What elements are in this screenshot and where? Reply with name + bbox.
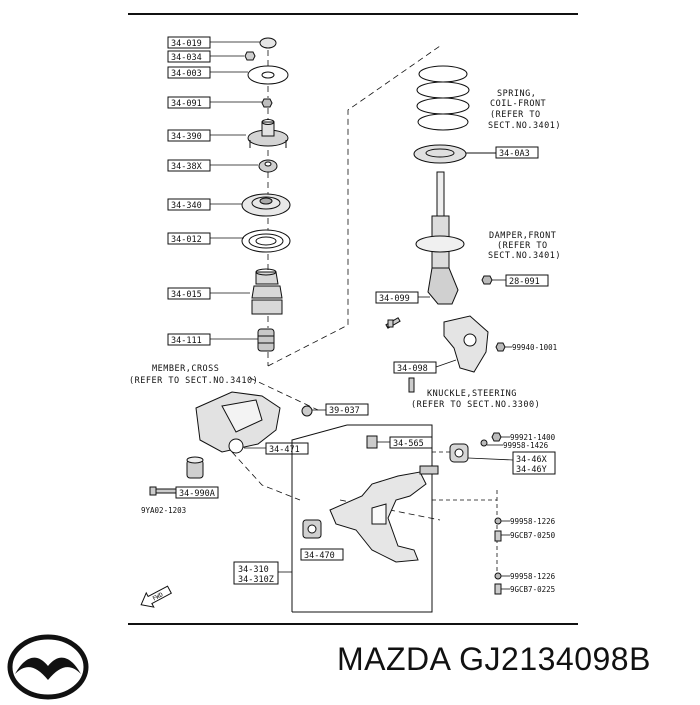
label-34-034: 34-034 bbox=[171, 53, 202, 63]
label-34-012: 34-012 bbox=[171, 235, 202, 245]
label-34-390: 34-390 bbox=[171, 132, 202, 142]
label-34-565: 34-565 bbox=[393, 439, 424, 449]
label-99958-1226-a: 99958-1226 bbox=[510, 517, 556, 526]
steering-knuckle bbox=[443, 315, 489, 373]
label-34-310z: 34-310Z bbox=[238, 575, 274, 585]
label-34-091: 34-091 bbox=[171, 99, 202, 109]
fwd-label: FWD bbox=[151, 591, 164, 602]
spring-insulator bbox=[413, 144, 496, 164]
left-parts bbox=[241, 37, 291, 352]
label-34-990a: 34-990A bbox=[179, 489, 215, 499]
label-34-015: 34-015 bbox=[171, 290, 202, 300]
box-34-0a3 bbox=[495, 146, 539, 159]
label-34-38x: 34-38X bbox=[171, 162, 203, 172]
nut-28-091 bbox=[481, 275, 493, 285]
box-28-091 bbox=[505, 274, 549, 287]
damper bbox=[415, 171, 465, 305]
label-34-111: 34-111 bbox=[171, 336, 202, 346]
label-34-310: 34-310 bbox=[238, 565, 269, 575]
label-99958-1226-b: 99958-1226 bbox=[510, 572, 556, 581]
bolt-34-099 bbox=[385, 317, 401, 329]
box-34-310 bbox=[233, 561, 279, 585]
label-34-46x: 34-46X bbox=[516, 455, 548, 465]
bushing-34-470 bbox=[302, 519, 322, 539]
spring-note-4: SECT.NO.3401) bbox=[488, 121, 561, 131]
damper-note-3: SECT.NO.3401) bbox=[488, 251, 561, 261]
coil-spring bbox=[416, 65, 470, 131]
left-labels bbox=[167, 36, 211, 346]
box-34-099 bbox=[375, 291, 419, 304]
small-nut-99940 bbox=[495, 342, 506, 352]
mazda-logo-icon bbox=[7, 634, 89, 700]
label-34-003: 34-003 bbox=[171, 69, 202, 79]
member-note-1: MEMBER,CROSS bbox=[152, 364, 219, 374]
label-39-037: 39-037 bbox=[329, 406, 360, 416]
box-34-565 bbox=[389, 436, 433, 449]
label-34-340: 34-340 bbox=[171, 201, 202, 211]
nut-99921 bbox=[491, 432, 502, 442]
washer-99958-1226-b bbox=[494, 572, 502, 580]
spring-note-1: SPRING, bbox=[497, 89, 536, 99]
label-99940-1001: 99940-1001 bbox=[512, 343, 557, 352]
spring-note-3: (REFER TO bbox=[490, 110, 541, 120]
bushing-34-990a bbox=[186, 456, 204, 479]
label-34-0a3: 34-0A3 bbox=[499, 149, 530, 159]
label-34-471: 34-471 bbox=[269, 445, 300, 455]
label-34-098: 34-098 bbox=[397, 364, 428, 374]
label-34-46y: 34-46Y bbox=[516, 465, 547, 475]
label-34-099: 34-099 bbox=[379, 294, 410, 304]
washer-99958-1426 bbox=[480, 439, 488, 447]
bolt-34-098 bbox=[408, 377, 415, 393]
washer-99958-1226-a bbox=[494, 517, 502, 525]
label-99921-1400: 99921-1400 bbox=[510, 433, 556, 442]
part-caption: MAZDA GJ2134098B bbox=[337, 641, 651, 677]
label-34-019: 34-019 bbox=[171, 39, 202, 49]
spring-note-2: COIL-FRONT bbox=[490, 99, 546, 109]
damper-note-1: DAMPER,FRONT bbox=[489, 231, 556, 241]
label-9ya02-1203: 9YA02-1203 bbox=[141, 506, 186, 515]
cross-member bbox=[195, 391, 281, 454]
label-34-470: 34-470 bbox=[304, 551, 335, 561]
knuckle-note-1: KNUCKLE,STEERING bbox=[427, 389, 517, 399]
label-9gcb7-0250: 9GCB7-0250 bbox=[510, 531, 556, 540]
damper-note-2: (REFER TO bbox=[497, 241, 548, 251]
label-28-091: 28-091 bbox=[509, 277, 540, 287]
fwd-arrow: FWD bbox=[140, 585, 172, 608]
box-34-470 bbox=[300, 548, 344, 561]
member-note-2: (REFER TO SECT.NO.3410) bbox=[129, 376, 258, 386]
label-9gcb7-0225: 9GCB7-0225 bbox=[510, 585, 555, 594]
box-34-098 bbox=[393, 361, 437, 374]
ball-joint-34-565 bbox=[366, 435, 378, 449]
box-34-471 bbox=[265, 442, 309, 455]
lower-arm-inset bbox=[291, 424, 433, 613]
label-99958-1426: 99958-1426 bbox=[503, 441, 549, 450]
bushing-34-46x bbox=[449, 443, 469, 463]
bolt-9gcb7-0250 bbox=[494, 530, 502, 542]
box-39-037 bbox=[325, 403, 369, 416]
lower-control-arm bbox=[329, 465, 439, 563]
right-dashes bbox=[432, 451, 498, 580]
left-leaders bbox=[210, 41, 262, 340]
box-34-46x bbox=[512, 451, 556, 475]
knuckle-note-2: (REFER TO SECT.NO.3300) bbox=[411, 400, 540, 410]
bolt-9gcb7-0225 bbox=[494, 583, 502, 595]
bolt-9ya02 bbox=[149, 486, 177, 496]
bushing-39-037 bbox=[301, 405, 313, 417]
